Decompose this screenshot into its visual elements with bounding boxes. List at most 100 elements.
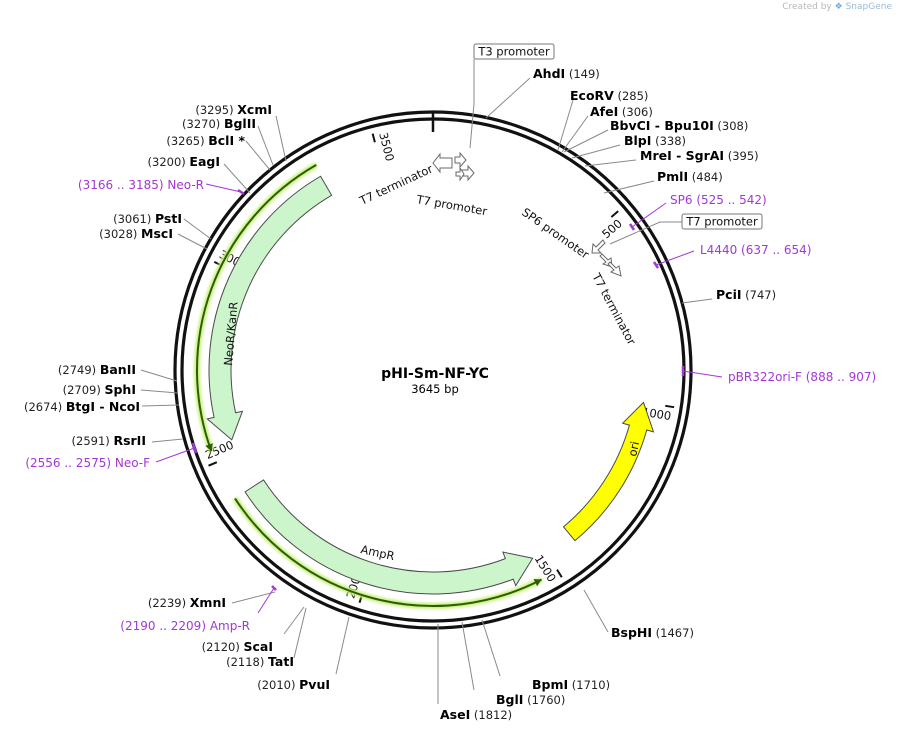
enzyme-leader bbox=[231, 591, 276, 604]
t7-terminator-right-label: T7 terminator bbox=[589, 270, 639, 348]
enzyme-label[interactable]: EcoRV (285) bbox=[570, 88, 648, 103]
neor-kanr-feature-label: NeoR/KanR bbox=[221, 301, 241, 366]
primer-label[interactable]: (2556 .. 2575) Neo-F bbox=[25, 456, 150, 470]
primer-label[interactable]: SP6 (525 .. 542) bbox=[670, 193, 767, 207]
neor-kanr-feature-arrow bbox=[206, 175, 333, 441]
boxed-label-leader bbox=[469, 59, 475, 149]
primer-leader bbox=[655, 250, 695, 266]
boxed-label-frame bbox=[473, 43, 555, 60]
primer-label[interactable]: (2190 .. 2209) Amp-R bbox=[120, 619, 250, 633]
enzyme-leader bbox=[151, 438, 184, 443]
enzyme-label[interactable]: (3200) EagI bbox=[148, 154, 220, 169]
primer-leader bbox=[682, 370, 723, 378]
promoter-glyphs-top bbox=[432, 151, 475, 182]
tick-mark bbox=[610, 210, 619, 218]
enzyme-label[interactable]: BglI (1760) bbox=[496, 692, 565, 707]
enzyme-label[interactable]: (3295) XcmI bbox=[195, 102, 272, 117]
sp6-promoter-inner-label: SP6 promoter bbox=[519, 205, 592, 262]
boxed-feature-label[interactable]: T3 promoter bbox=[477, 45, 550, 59]
enzyme-leader bbox=[283, 606, 305, 635]
boxed-label-leader bbox=[609, 221, 682, 245]
enzyme-leader bbox=[481, 619, 501, 677]
tick-label: 500 bbox=[599, 216, 625, 241]
enzyme-label[interactable]: MreI - SgrAI (395) bbox=[640, 148, 759, 163]
enzyme-leader bbox=[275, 115, 287, 162]
enzyme-label[interactable]: BpmI (1710) bbox=[532, 677, 610, 692]
enzyme-leader bbox=[335, 616, 350, 675]
enzyme-leader bbox=[561, 115, 589, 153]
enzyme-label[interactable]: AfeI (306) bbox=[590, 104, 653, 119]
boxed-label-frame bbox=[681, 213, 763, 230]
enzyme-leader bbox=[557, 99, 574, 151]
enzyme-leader bbox=[141, 404, 180, 407]
orf-line bbox=[196, 164, 317, 452]
enzyme-label[interactable]: (3028) MscI bbox=[99, 226, 173, 241]
enzyme-leader bbox=[183, 218, 212, 240]
enzyme-leader bbox=[257, 125, 274, 166]
tick-mark bbox=[208, 461, 218, 467]
tick-mark bbox=[556, 569, 563, 578]
enzyme-label[interactable]: BspHI (1467) bbox=[611, 625, 694, 640]
orf-lines bbox=[194, 162, 543, 609]
primer-label[interactable]: L4440 (637 .. 654) bbox=[700, 243, 811, 257]
enzyme-label[interactable]: (3265) BclI * bbox=[166, 133, 245, 148]
tick-mark bbox=[371, 133, 376, 143]
primer-labels: SP6 (525 .. 542) L4440 (637 .. 654) pBR322… bbox=[25, 178, 876, 633]
enzyme-label[interactable]: (3061) PstI bbox=[113, 211, 182, 226]
enzyme-leader bbox=[140, 389, 179, 394]
enzyme-label[interactable]: AhdI (149) bbox=[533, 66, 600, 81]
enzyme-label[interactable]: (2239) XmnI bbox=[148, 595, 226, 610]
enzyme-label[interactable]: (2591) RsrII bbox=[72, 433, 146, 448]
primer-label[interactable]: (3166 .. 3185) Neo-R bbox=[78, 178, 204, 192]
credit-prefix: Created by bbox=[782, 2, 832, 12]
enzyme-leader bbox=[563, 129, 609, 153]
enzyme-label[interactable]: PmlI (484) bbox=[657, 169, 723, 184]
enzyme-leader bbox=[584, 159, 637, 167]
plasmid-length: 3645 bp bbox=[411, 382, 459, 396]
enzyme-leader bbox=[583, 589, 609, 633]
enzyme-label[interactable]: (2118) TatI bbox=[226, 654, 294, 669]
primer-leader bbox=[257, 587, 275, 614]
enzyme-label[interactable]: BbvCI - Bpu10I (308) bbox=[610, 118, 748, 133]
plasmid-name: pHI-Sm-NF-YC bbox=[381, 366, 489, 382]
enzyme-leader bbox=[177, 233, 208, 250]
label-leaders bbox=[140, 59, 713, 704]
enzyme-leader bbox=[461, 621, 475, 691]
tick-mark bbox=[665, 404, 675, 409]
snapgene-logo-icon: ❖ bbox=[834, 2, 843, 12]
t7-promoter-inner-label: T7 promoter bbox=[414, 192, 488, 218]
enzyme-leader bbox=[571, 144, 621, 159]
enzyme-label[interactable]: (2749) BanII bbox=[58, 362, 136, 377]
orf-arrowhead bbox=[205, 443, 213, 452]
enzyme-label[interactable]: AseI (1812) bbox=[440, 707, 512, 722]
ori-feature-label: ori bbox=[625, 440, 642, 458]
orf-arrowhead bbox=[533, 579, 542, 587]
primer-leader bbox=[155, 447, 195, 463]
enzyme-leader bbox=[245, 140, 271, 171]
orf-line bbox=[234, 497, 543, 607]
snapgene-credit: Created by ❖ SnapGene bbox=[782, 2, 892, 12]
primer-leader bbox=[631, 202, 667, 228]
enzyme-label[interactable]: BlpI (338) bbox=[624, 133, 686, 148]
enzyme-label[interactable]: PciI (747) bbox=[716, 287, 776, 302]
enzyme-leader bbox=[681, 298, 713, 304]
credit-brand: SnapGene bbox=[845, 2, 892, 12]
enzyme-leader bbox=[140, 369, 178, 382]
ampr-feature-label: AmpR bbox=[359, 542, 396, 563]
enzyme-label[interactable]: (2709) SphI bbox=[63, 382, 136, 397]
enzyme-leader bbox=[293, 607, 307, 659]
primer-leader bbox=[205, 183, 242, 193]
tick-label: 3500 bbox=[376, 131, 397, 163]
enzyme-label[interactable]: (2674) BtgI - NcoI bbox=[24, 399, 140, 414]
ori-feature-arrow bbox=[562, 401, 655, 542]
boxed-feature-label[interactable]: T7 promoter bbox=[685, 215, 758, 229]
enzyme-label[interactable]: (2120) ScaI bbox=[202, 639, 273, 654]
enzyme-leader bbox=[603, 180, 655, 194]
feature-arrows bbox=[206, 175, 655, 595]
enzyme-label[interactable]: (3270) BglII bbox=[182, 116, 256, 131]
primer-label[interactable]: pBR322ori-F (888 .. 907) bbox=[728, 370, 876, 384]
enzyme-leader bbox=[223, 163, 251, 194]
enzyme-label[interactable]: (2010) PvuI bbox=[257, 677, 330, 692]
enzyme-labels: AhdI (149) EcoRV (285)AfeI (306)BbvCI - B… bbox=[24, 43, 776, 722]
